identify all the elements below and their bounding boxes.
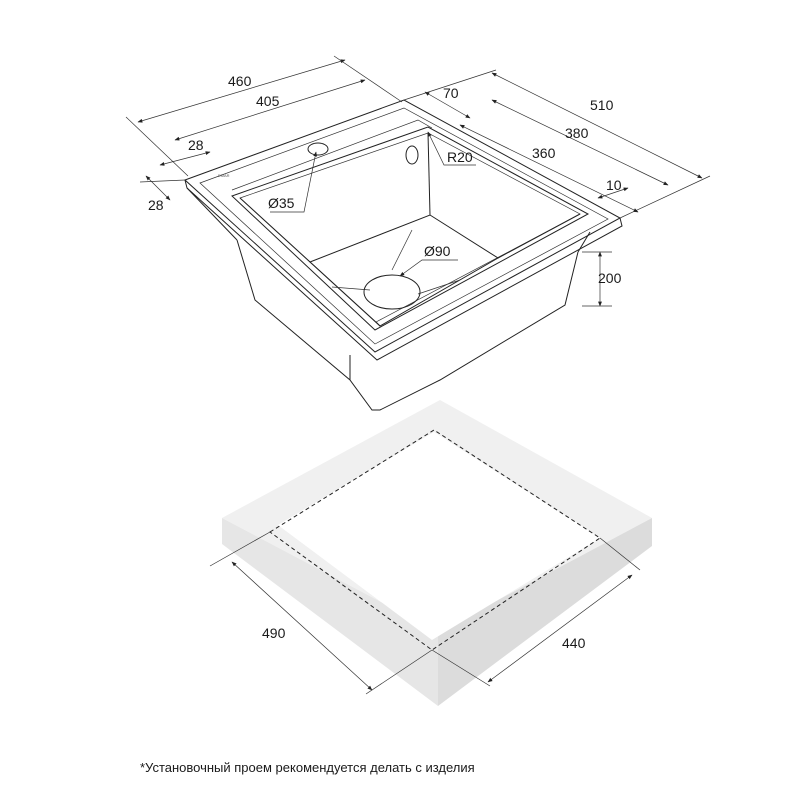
drain-channel-3 (391, 229, 413, 271)
cutout-opening (278, 432, 600, 640)
sink-inner-rim (199, 107, 609, 345)
dim-faucet-hole: Ø35 (268, 195, 295, 211)
dim-rim-front: 28 (148, 197, 164, 213)
sink-body-outline (236, 239, 579, 411)
dim-bowl-depth-outer: 380 (565, 125, 589, 141)
sink-rim-thickness (184, 179, 623, 361)
dim-bowl-depth-inner: 360 (532, 145, 556, 161)
bowl-opening (231, 126, 590, 331)
sink-dimensions (125, 55, 711, 307)
dim-overall-depth: 510 (590, 97, 614, 113)
drain-channel-1 (331, 286, 371, 291)
cutout-template (209, 400, 652, 706)
bowl-wall-back-left (239, 197, 311, 263)
dim-overall-width: 460 (228, 73, 252, 89)
dim-cutout-width: 440 (562, 635, 586, 651)
bowl-lip (239, 132, 581, 323)
sink-body-left-edge (186, 187, 238, 241)
bowl-wall-front (375, 321, 381, 327)
sink-body-right-edge (577, 231, 591, 253)
cutout-dashed-outline (269, 429, 601, 651)
dim-bowl-width: 405 (256, 93, 280, 109)
bowl-wall-back (427, 132, 431, 216)
dim-corner-radius: R20 (447, 149, 473, 165)
bowl-wall-right (497, 213, 581, 259)
sink-top-view: EMAR (184, 99, 623, 411)
dim-drain-hole: Ø90 (424, 243, 451, 259)
drain-hole (363, 274, 421, 310)
dim-bowl-height: 200 (598, 270, 622, 286)
dim-cutout-length: 490 (262, 625, 286, 641)
dim-rim-left: 28 (188, 137, 204, 153)
sink-dimension-labels: 460 405 28 28 70 510 380 360 10 R20 Ø35 … (148, 73, 622, 286)
dim-faucet-offset: 70 (443, 85, 459, 101)
faucet-hole (307, 142, 329, 156)
drain-channel-2 (417, 279, 461, 295)
brand-mark: EMAR (218, 173, 230, 178)
overflow-hole (405, 145, 419, 165)
cutout-frame-top (222, 400, 652, 640)
dim-rim-right: 10 (606, 177, 622, 193)
installation-footnote: *Установочный проем рекомендуется делать… (140, 760, 475, 775)
sink-deck-edge (231, 119, 433, 191)
